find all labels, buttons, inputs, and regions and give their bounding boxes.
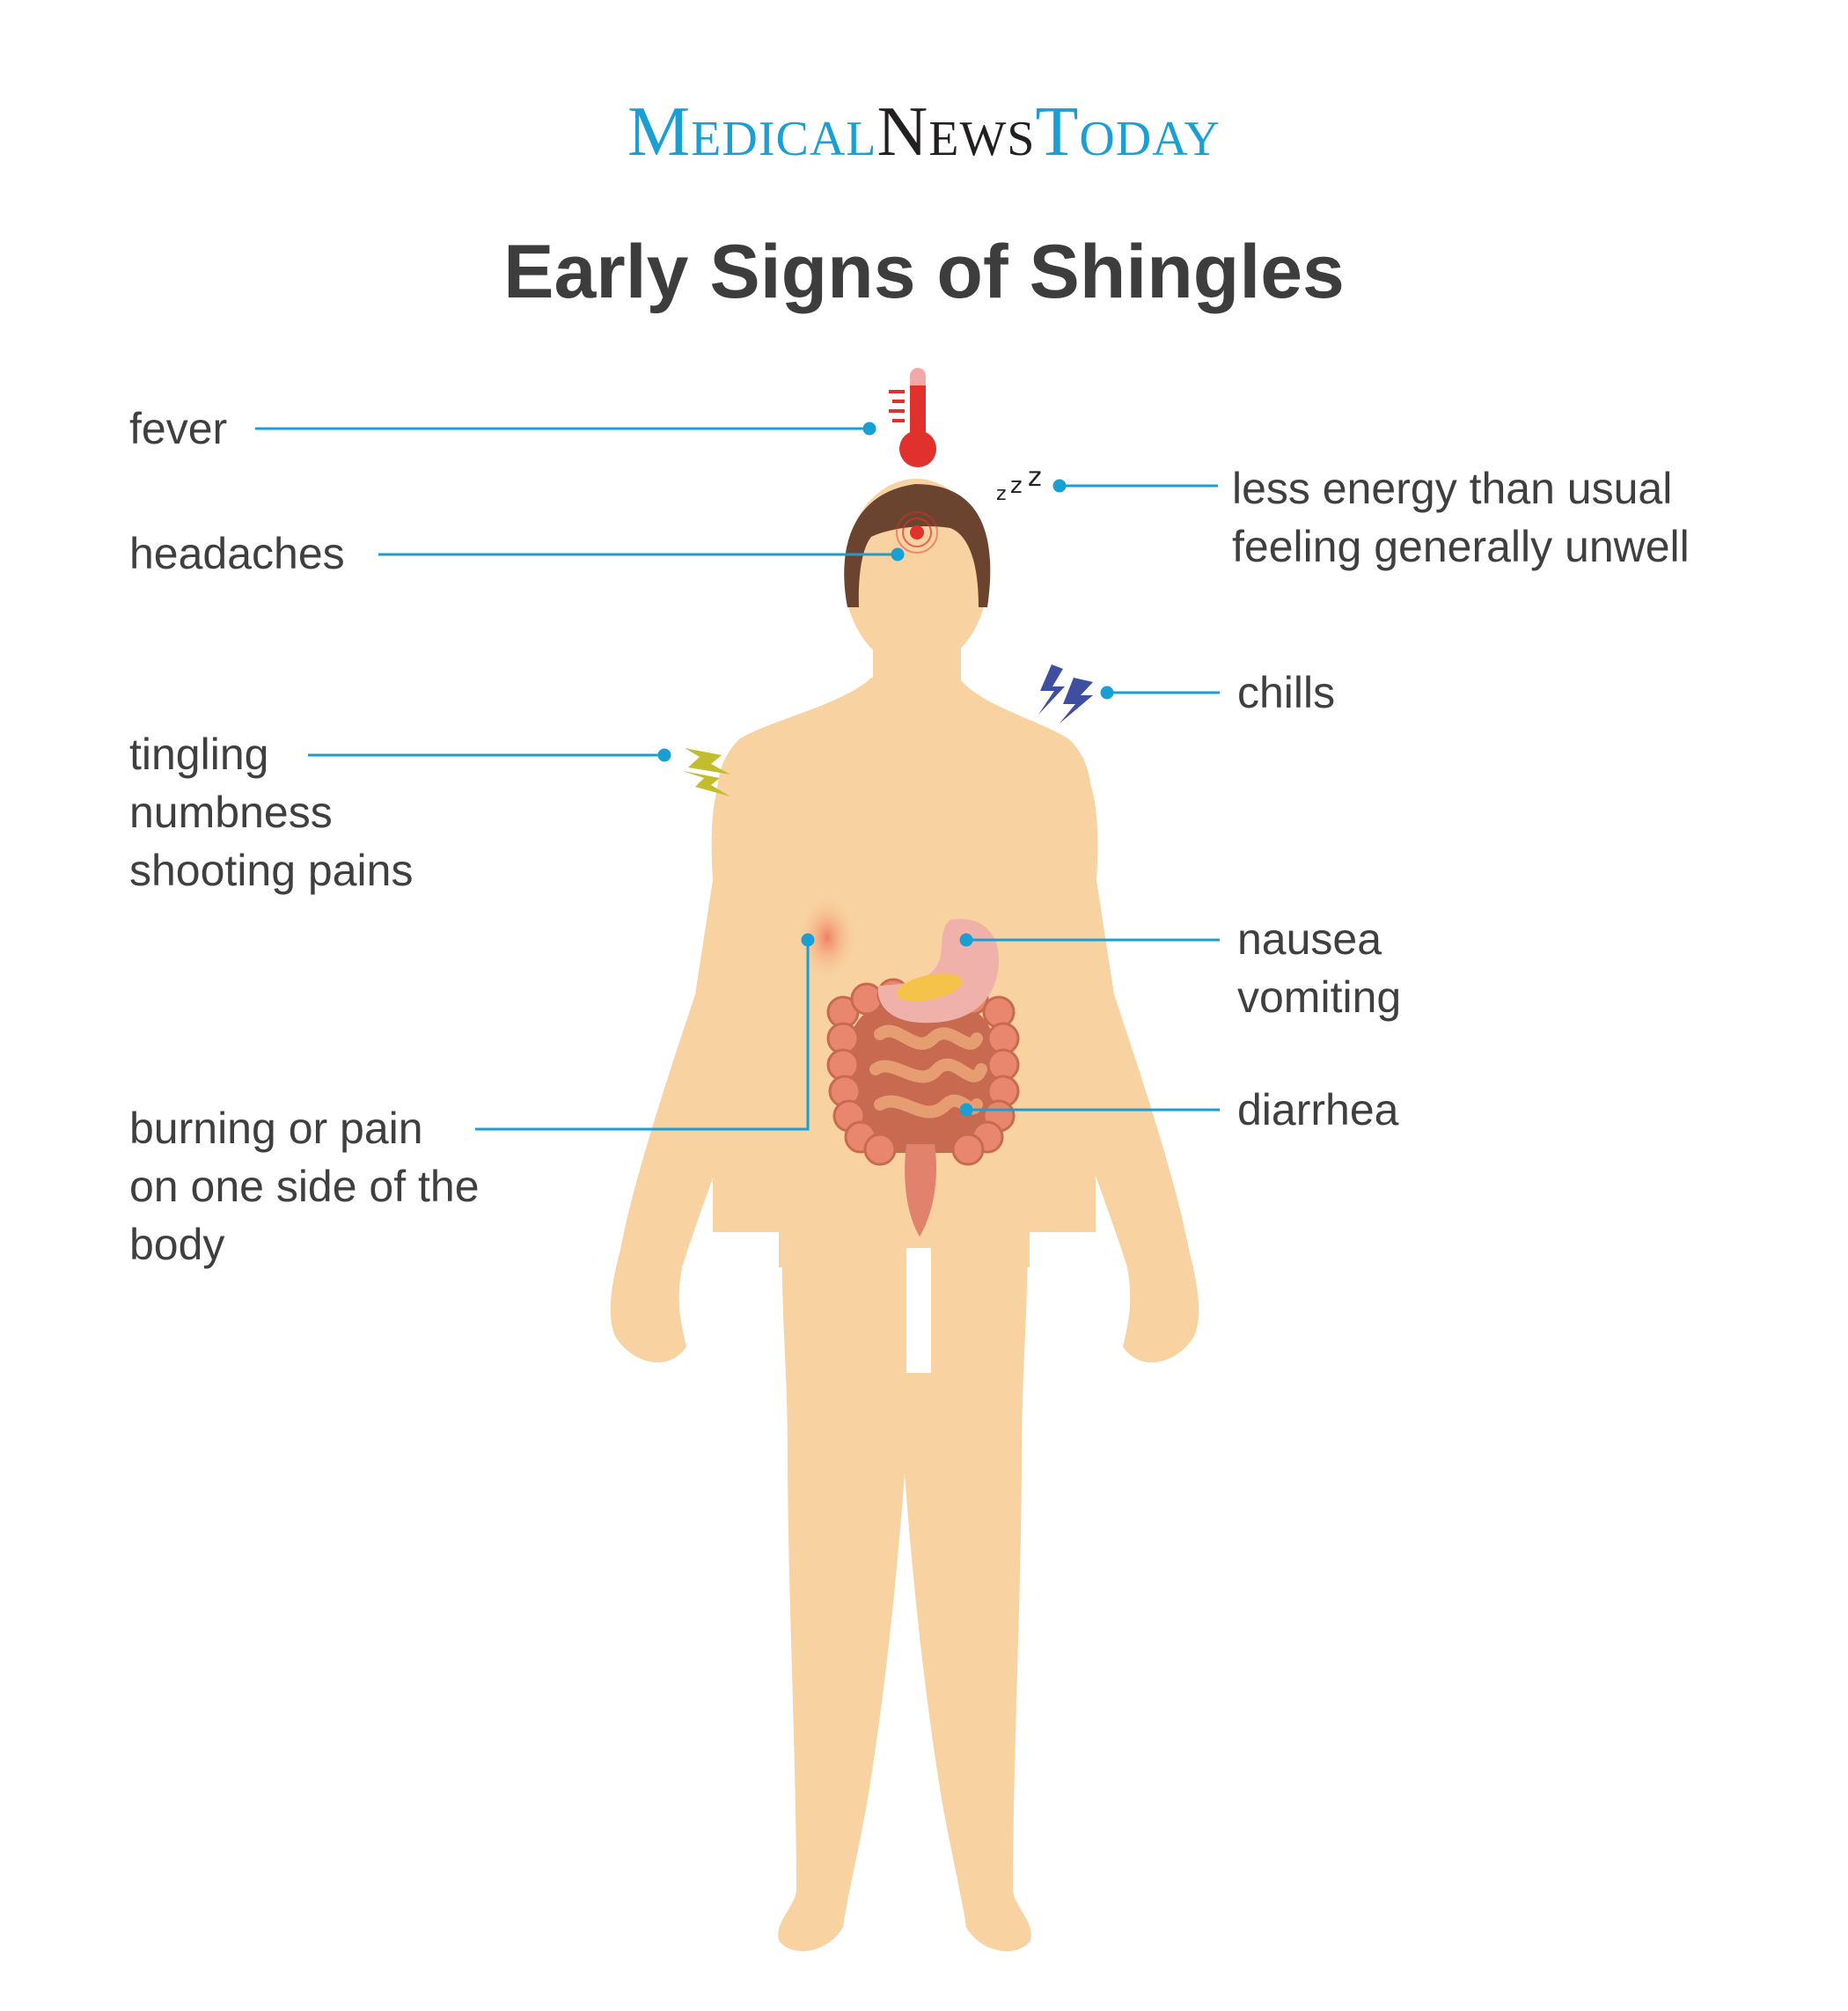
- leader-line-burning: [475, 940, 810, 1131]
- callout-line: tingling: [129, 730, 269, 779]
- callout-line: numbness: [129, 788, 333, 837]
- lightning-bolt-icon-chills: [1038, 664, 1093, 723]
- body-silhouette: [610, 479, 1199, 1951]
- page-title: Early Signs of Shingles: [503, 230, 1345, 314]
- callout-energy: less energy than usual feeling generally…: [1232, 459, 1690, 576]
- callout-line: feeling generally unwell: [1232, 522, 1690, 571]
- callout-fever: fever: [129, 400, 227, 458]
- callout-line: on one side of the: [129, 1162, 480, 1211]
- callout-tingling: tingling numbness shooting pains: [129, 725, 413, 899]
- leader-lines: [255, 422, 1220, 1131]
- callout-line: vomiting: [1237, 972, 1402, 1022]
- callout-chills: chills: [1237, 664, 1335, 722]
- svg-text:z: z: [1010, 473, 1023, 499]
- callout-line: headaches: [129, 529, 345, 578]
- callout-diarrhea: diarrhea: [1237, 1081, 1398, 1139]
- callout-line: shooting pains: [129, 846, 414, 895]
- callout-line: nausea: [1237, 914, 1382, 964]
- pain-target-icon: [896, 511, 938, 554]
- thermometer-icon: [889, 368, 936, 467]
- callout-line: chills: [1237, 668, 1336, 717]
- brand-word-medical: Medical: [627, 93, 877, 171]
- callout-line: less energy than usual: [1232, 464, 1673, 513]
- zzz-sleep-icon: z z z: [996, 462, 1042, 505]
- svg-text:z: z: [1028, 462, 1042, 493]
- brand-word-news: News: [876, 93, 1036, 171]
- burning-pain-glow: [797, 893, 857, 981]
- brand-logo: MedicalNewsToday: [0, 97, 1848, 167]
- leg-gap: [906, 1248, 931, 1373]
- callout-burning: burning or pain on one side of the body: [129, 1099, 480, 1273]
- lightning-bolt-icon-tingling: [683, 748, 730, 796]
- callout-line: burning or pain: [129, 1104, 423, 1153]
- brand-word-today: Today: [1035, 93, 1221, 171]
- hair: [844, 484, 991, 607]
- svg-text:z: z: [996, 483, 1007, 505]
- callout-line: diarrhea: [1237, 1085, 1399, 1134]
- callout-nausea: nausea vomiting: [1237, 910, 1401, 1026]
- callout-line: fever: [129, 404, 228, 453]
- callout-headaches: headaches: [129, 525, 345, 583]
- intestines-icon: [826, 978, 1020, 1237]
- callout-line: body: [129, 1220, 225, 1269]
